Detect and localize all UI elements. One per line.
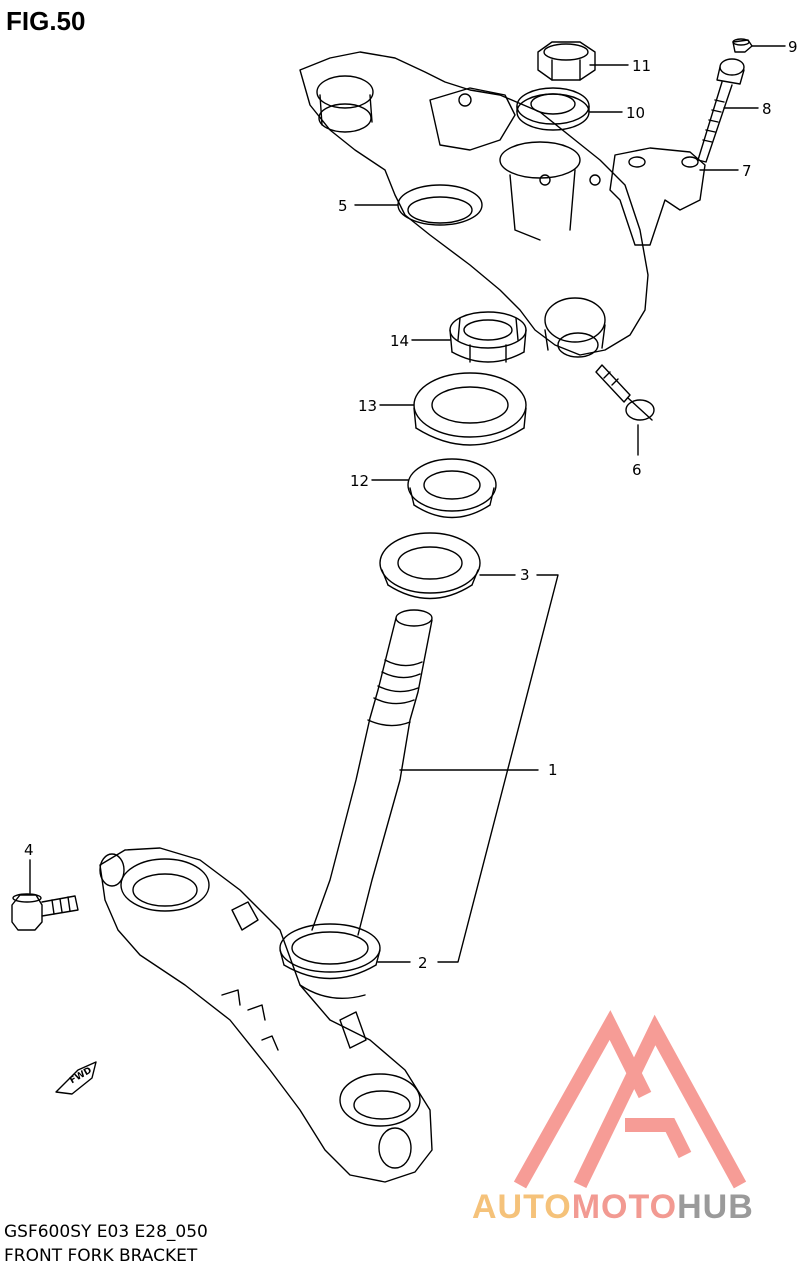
model-code: GSF600SY E03 E28_050: [4, 1222, 208, 1242]
callout-1: 1: [548, 761, 558, 779]
steering-stem-part: [311, 609, 433, 936]
callout-2: 2: [418, 954, 428, 972]
watermark-logo-icon: [513, 1010, 747, 1189]
callout-labels: 1 2 3 4 5 6 7 8 9 10 11 12 13 14 FWD: [24, 38, 798, 1086]
watermark-word-auto: AUTO: [472, 1188, 572, 1226]
upper-bracket-part: [299, 51, 649, 358]
dust-seal-13-part: [413, 372, 527, 446]
callout-11: 11: [632, 57, 651, 75]
callout-7: 7: [742, 162, 752, 180]
handlebar-holder-part: [609, 147, 706, 246]
figure-title: FIG.50: [6, 6, 86, 36]
callout-4: 4: [24, 841, 34, 859]
lower-bracket-part: [99, 847, 433, 1183]
callout-9: 9: [788, 38, 798, 56]
callout-8: 8: [762, 100, 772, 118]
callout-5: 5: [338, 197, 348, 215]
stem-nut-14-part: [449, 311, 527, 363]
callout-12: 12: [350, 472, 369, 490]
callout-6: 6: [632, 461, 642, 479]
callout-13: 13: [358, 397, 377, 415]
part-name: FRONT FORK BRACKET: [4, 1246, 198, 1266]
bolt-8-part: [697, 58, 745, 163]
nut-11-part: [537, 41, 596, 81]
watermark-logo: [513, 1010, 747, 1189]
fwd-arrow-icon: [55, 1061, 97, 1095]
bearing-3-part: [379, 532, 481, 600]
washer-10-part: [516, 87, 590, 131]
cap-9-part: [732, 38, 753, 53]
watermark-word-moto: MOTO: [571, 1188, 678, 1226]
callout-3: 3: [520, 566, 530, 584]
leader-lines: [29, 45, 786, 963]
callout-10: 10: [626, 104, 645, 122]
seal-2-part: [279, 923, 381, 980]
callout-14: 14: [390, 332, 409, 350]
bearing-12-part: [407, 458, 497, 519]
watermark-text: AUTOMOTOHUB: [472, 1188, 754, 1227]
bolt-6-part: [595, 364, 655, 421]
watermark-word-hub: HUB: [677, 1188, 754, 1226]
bolt-4-part: [11, 893, 79, 931]
